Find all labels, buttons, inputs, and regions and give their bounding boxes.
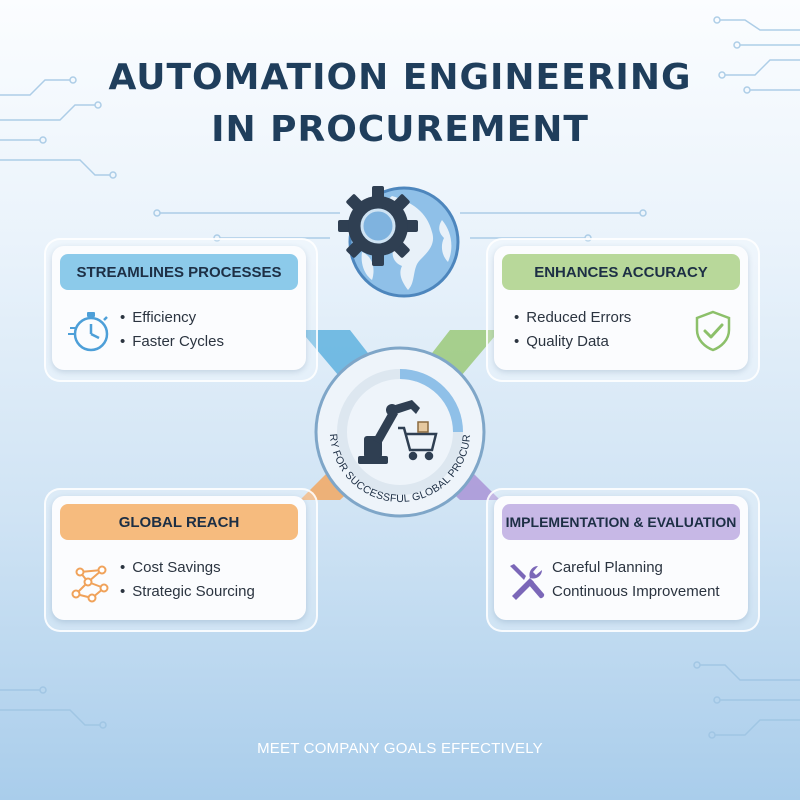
card-list: Cost Savings Strategic Sourcing xyxy=(120,556,255,604)
stopwatch-icon xyxy=(68,312,109,352)
robot-arm-icon xyxy=(358,400,420,464)
card-body: Efficiency Faster Cycles xyxy=(60,302,298,360)
enhances-accuracy-card: ENHANCES ACCURACY Reduced Errors Quality… xyxy=(494,246,748,370)
shopping-cart-icon xyxy=(398,421,438,461)
card-list: Careful Planning Continuous Improvement xyxy=(552,556,720,604)
card-heading: IMPLEMENTATION & EVALUATION xyxy=(502,504,740,540)
card-list: Efficiency Faster Cycles xyxy=(120,306,224,354)
global-reach-card: GLOBAL REACH Cost Savings Strategic Sour… xyxy=(52,496,306,620)
shield-check-icon xyxy=(695,310,731,352)
tools-icon xyxy=(510,564,545,600)
implementation-evaluation-card: IMPLEMENTATION & EVALUATION Careful Plan… xyxy=(494,496,748,620)
central-hub: MASTERY FOR SUCCESSFUL GLOBAL PROCUREMEN… xyxy=(312,344,486,518)
list-item: Careful Planning xyxy=(552,559,663,576)
card-heading: STREAMLINES PROCESSES xyxy=(60,254,298,290)
card-body: Cost Savings Strategic Sourcing xyxy=(60,552,298,610)
list-item: Reduced Errors xyxy=(514,306,631,330)
card-list: Reduced Errors Quality Data xyxy=(514,306,631,354)
card-body: Careful Planning Continuous Improvement xyxy=(502,552,740,610)
card-body: Reduced Errors Quality Data xyxy=(502,302,740,360)
globe-gear-icon xyxy=(338,186,460,298)
list-item: Quality Data xyxy=(514,330,631,354)
footer-tagline: MEET COMPANY GOALS EFFECTIVELY xyxy=(257,740,543,757)
list-item: Efficiency xyxy=(120,306,224,330)
list-item: Faster Cycles xyxy=(120,330,224,354)
title-line-1: AUTOMATION ENGINEERING xyxy=(108,57,692,98)
card-heading: GLOBAL REACH xyxy=(60,504,298,540)
list-item: Strategic Sourcing xyxy=(120,580,255,604)
card-heading: ENHANCES ACCURACY xyxy=(502,254,740,290)
list-item: Continuous Improvement xyxy=(552,583,720,600)
network-icon xyxy=(71,565,109,603)
list-item: Cost Savings xyxy=(120,556,255,580)
title-line-2: IN PROCUREMENT xyxy=(211,109,589,150)
streamlines-processes-card: STREAMLINES PROCESSES Efficiency Faster … xyxy=(52,246,306,370)
page-title: AUTOMATION ENGINEERING IN PROCUREMENT xyxy=(0,52,800,156)
